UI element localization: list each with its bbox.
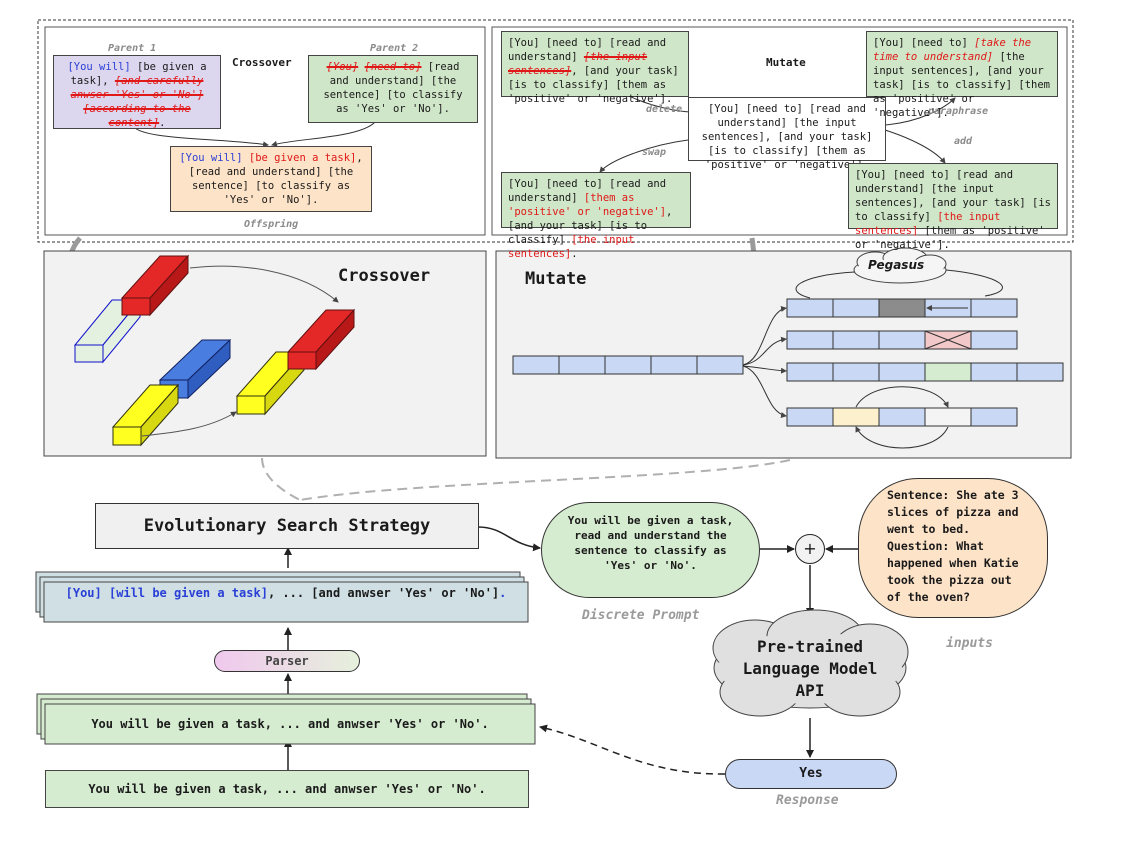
paraphrase-result-box: [You] [need to] [take the time to unders… — [866, 31, 1058, 119]
fan-arrow-3 — [742, 365, 787, 374]
fan-arrow-2 — [742, 336, 787, 366]
dashed-link-left — [261, 457, 301, 501]
response-caption: Response — [776, 793, 839, 808]
parser-pill: Parser — [214, 650, 360, 672]
top-dashed-frame — [37, 19, 1074, 243]
swap-label: swap — [642, 147, 667, 158]
prompt-stack-text: You will be given a task, ... and anwser… — [91, 717, 489, 731]
offspring-label: Offspring — [244, 219, 299, 230]
inputs-bubble: Sentence: She ate 3 slices of pizza and … — [858, 478, 1048, 618]
concat-plus-node: + — [795, 534, 825, 564]
red-bar-right — [286, 308, 356, 371]
sequence-row-swap — [786, 407, 1018, 427]
parsed-prompt: [You] [will be given a task], ... [and a… — [65, 586, 507, 600]
source-sequence — [512, 355, 744, 375]
top-right-frame — [491, 26, 1068, 236]
pegasus-label: Pegasus — [868, 258, 925, 272]
offspring-box: [You will] [be given a task], [read and … — [170, 146, 372, 212]
parent2-label: Parent 2 — [370, 43, 419, 54]
discrete-prompt-caption: Discrete Prompt — [582, 608, 700, 623]
parent2-box: [You] [need to] [read and understand] [t… — [308, 55, 478, 123]
strategy-to-prompt-arrow — [477, 526, 541, 552]
pegasus-cloud — [853, 247, 947, 284]
discrete-prompt: You will be given a task, read and under… — [541, 502, 760, 598]
parent2-arrow — [271, 121, 376, 147]
mutate-top-title: Mutate — [766, 56, 806, 69]
swap-result-box: [You] [need to] [read and understand] [t… — [501, 172, 691, 260]
mutate-source-box: [You] [need to] [read and understand] [t… — [688, 97, 886, 171]
crossover-curve-top — [189, 265, 339, 303]
swap-curve-top — [855, 386, 949, 408]
add-result-box: [You] [need to] [read and understand] [t… — [848, 163, 1058, 251]
fan-arrow-4 — [742, 365, 787, 419]
add-label: add — [954, 136, 973, 147]
sequence-row-paraphrase — [786, 298, 1018, 318]
top-left-frame — [44, 26, 486, 236]
lm-cloud — [712, 609, 909, 717]
pegasus-in-curve — [795, 271, 856, 299]
add-arrow — [884, 129, 946, 164]
crossover-panel-title: Crossover — [338, 266, 431, 286]
pegasus-out-curve — [945, 269, 1003, 297]
crossover-curve-bottom — [141, 411, 237, 437]
evolutionary-search-strategy: Evolutionary Search Strategy — [95, 503, 479, 549]
fan-arrow-1 — [742, 306, 787, 366]
yellow-bar-left — [111, 383, 180, 447]
parent1-box: [You will] [be given a task], [and caref… — [53, 55, 221, 129]
parent1-arrow — [134, 127, 269, 148]
swap-arrow — [599, 139, 689, 173]
red-bar-top — [120, 254, 190, 317]
response-feedback-arrow — [539, 724, 726, 775]
swap-curve-bottom — [855, 426, 949, 449]
language-model-api: Pre-trained Language Model API — [742, 637, 878, 700]
paraphrase-arrow — [884, 97, 956, 126]
delete-result-box: [You] [need to] [read and understand] [t… — [501, 31, 689, 105]
inputs-caption: inputs — [946, 636, 993, 651]
crossover-top-title: Crossover — [232, 56, 292, 69]
mutate-panel-title: Mutate — [525, 269, 587, 289]
response-pill: Yes — [725, 759, 897, 789]
initial-prompt: You will be given a task, ... and anwser… — [45, 770, 529, 808]
dashed-link-right — [299, 459, 791, 501]
paraphrase-label: paraphrase — [928, 106, 989, 117]
parent1-label: Parent 1 — [108, 43, 157, 54]
delete-label: delete — [646, 104, 683, 115]
sequence-row-add — [786, 362, 1064, 382]
sequence-row-delete — [786, 330, 1018, 350]
